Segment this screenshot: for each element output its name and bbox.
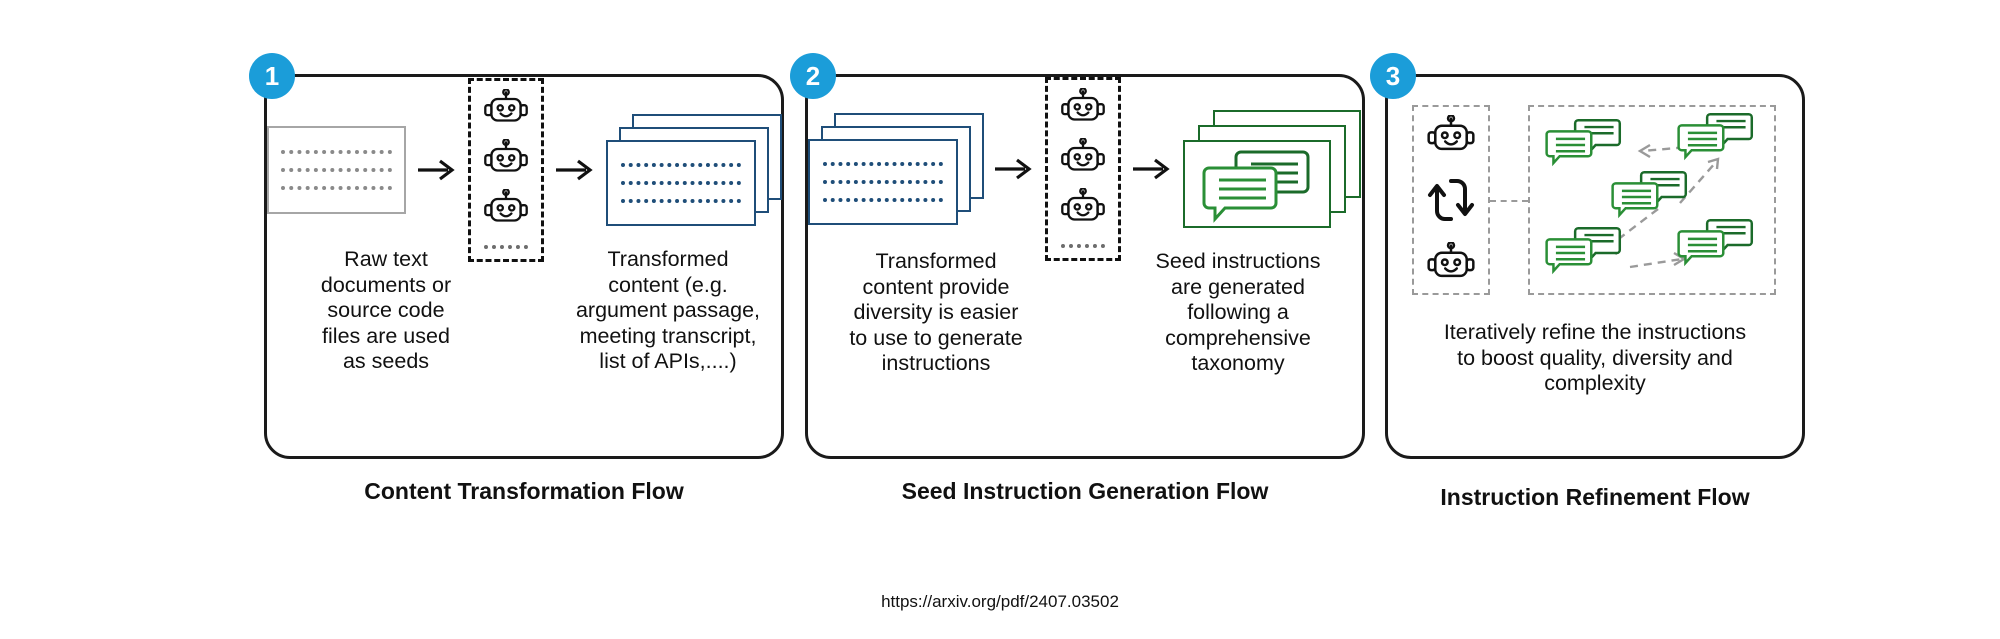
caption-line: to use to generate xyxy=(849,325,1023,350)
panel2-right-caption: Seed instructions are generated followin… xyxy=(1098,249,1378,377)
caption-line: Raw text xyxy=(344,247,428,271)
doc-sheet-front xyxy=(1183,140,1332,228)
right-arrow-icon xyxy=(995,158,1032,180)
caption-line: taxonomy xyxy=(1191,351,1285,375)
dashed-connector xyxy=(1490,200,1528,202)
robot-group-icon xyxy=(468,78,545,262)
caption-line: complexity xyxy=(1544,371,1646,395)
caption-line: as seeds xyxy=(342,349,430,373)
robot-icon xyxy=(1061,188,1105,221)
panel1-right-caption: Transformed content (e.g. argument passa… xyxy=(543,247,793,375)
chat-graph-svg xyxy=(1545,113,1754,275)
caption-line: following a xyxy=(1187,300,1289,324)
blue-document-stack-icon xyxy=(808,113,984,225)
caption-line: diversity is easier xyxy=(853,300,1019,324)
panel2-flow-row xyxy=(808,77,1362,261)
caption-line: Iteratively refine the instructions xyxy=(1443,320,1747,344)
chat-bubble-node xyxy=(1611,171,1688,219)
doc-text-line xyxy=(823,162,943,166)
caption-line: Transformed xyxy=(875,249,997,273)
right-arrow-icon xyxy=(418,159,455,181)
panel-instruction-refinement-flow: Iteratively refine the instructions to b… xyxy=(1385,74,1805,459)
caption-line: list of APIs,....) xyxy=(599,349,737,373)
robot-icon xyxy=(1061,88,1105,121)
robot-group-icon xyxy=(1045,77,1122,261)
doc-text-line xyxy=(621,181,742,185)
doc-text-line xyxy=(281,168,393,172)
doc-text-line xyxy=(621,163,742,167)
chat-bubble-node xyxy=(1677,219,1754,267)
robot-icon xyxy=(1427,115,1475,151)
doc-sheet-front xyxy=(808,139,958,225)
panel2-left-caption: Transformed content provide diversity is… xyxy=(796,249,1076,377)
ellipsis-dots xyxy=(484,245,529,249)
ellipsis-dots xyxy=(1061,244,1106,248)
step-badge-3: 3 xyxy=(1370,53,1416,99)
blue-document-stack-icon xyxy=(606,114,783,226)
doc-sheet-front xyxy=(606,140,757,226)
robot-icon xyxy=(484,139,529,172)
robot-icon xyxy=(1061,138,1105,171)
caption-line: are generated xyxy=(1171,274,1305,299)
caption-line: content (e.g. xyxy=(608,272,728,297)
caption-line: comprehensive xyxy=(1165,325,1311,350)
robot-icon xyxy=(484,189,529,222)
source-url: https://arxiv.org/pdf/2407.03502 xyxy=(881,592,1119,611)
caption-line: to boost quality, diversity and xyxy=(1457,345,1733,370)
doc-text-line xyxy=(281,150,393,154)
green-chat-document-stack-icon xyxy=(1183,110,1362,228)
caption-line: argument passage, xyxy=(575,298,761,322)
flow-title-2: Seed Instruction Generation Flow xyxy=(901,478,1269,504)
panel1-flow-row xyxy=(267,78,783,262)
caption-line: files are used xyxy=(322,323,450,348)
agent-loop-box xyxy=(1412,105,1490,295)
chat-bubble-graph-icon xyxy=(1528,105,1776,295)
step-badge-1: 1 xyxy=(249,53,295,99)
step-badge-2: 2 xyxy=(790,53,836,99)
robot-icon xyxy=(1427,242,1475,278)
caption-line: documents or xyxy=(320,272,452,297)
caption-line: Seed instructions xyxy=(1155,249,1321,273)
chat-bubble-pair-icon xyxy=(1202,150,1310,223)
refresh-loop-icon xyxy=(1428,179,1474,221)
panel3-caption: Iteratively refine the instructions to b… xyxy=(1388,320,1802,397)
panel-content-transformation-flow: Raw text documents or source code files … xyxy=(264,74,784,459)
chat-bubble-node xyxy=(1545,119,1622,167)
doc-text-line xyxy=(621,199,742,203)
caption-line: instructions xyxy=(881,351,991,375)
caption-line: content provide xyxy=(862,274,1010,299)
flow-title-3: Instruction Refinement Flow xyxy=(1440,484,1750,510)
caption-line: meeting transcript, xyxy=(579,323,757,348)
chat-bubble-node xyxy=(1677,113,1754,161)
doc-text-line xyxy=(823,180,943,184)
panel-seed-instruction-generation-flow: Transformed content provide diversity is… xyxy=(805,74,1365,459)
right-arrow-icon xyxy=(556,159,593,181)
robot-icon xyxy=(484,89,529,122)
flow-title-1: Content Transformation Flow xyxy=(364,478,684,504)
chat-bubble-node xyxy=(1545,227,1622,275)
caption-line: source code xyxy=(327,298,445,322)
caption-line: Transformed xyxy=(607,247,729,271)
doc-text-line xyxy=(281,186,393,190)
doc-text-line xyxy=(823,198,943,202)
right-arrow-icon xyxy=(1133,158,1170,180)
gray-document-icon xyxy=(267,126,407,214)
panel1-left-caption: Raw text documents or source code files … xyxy=(261,247,511,375)
